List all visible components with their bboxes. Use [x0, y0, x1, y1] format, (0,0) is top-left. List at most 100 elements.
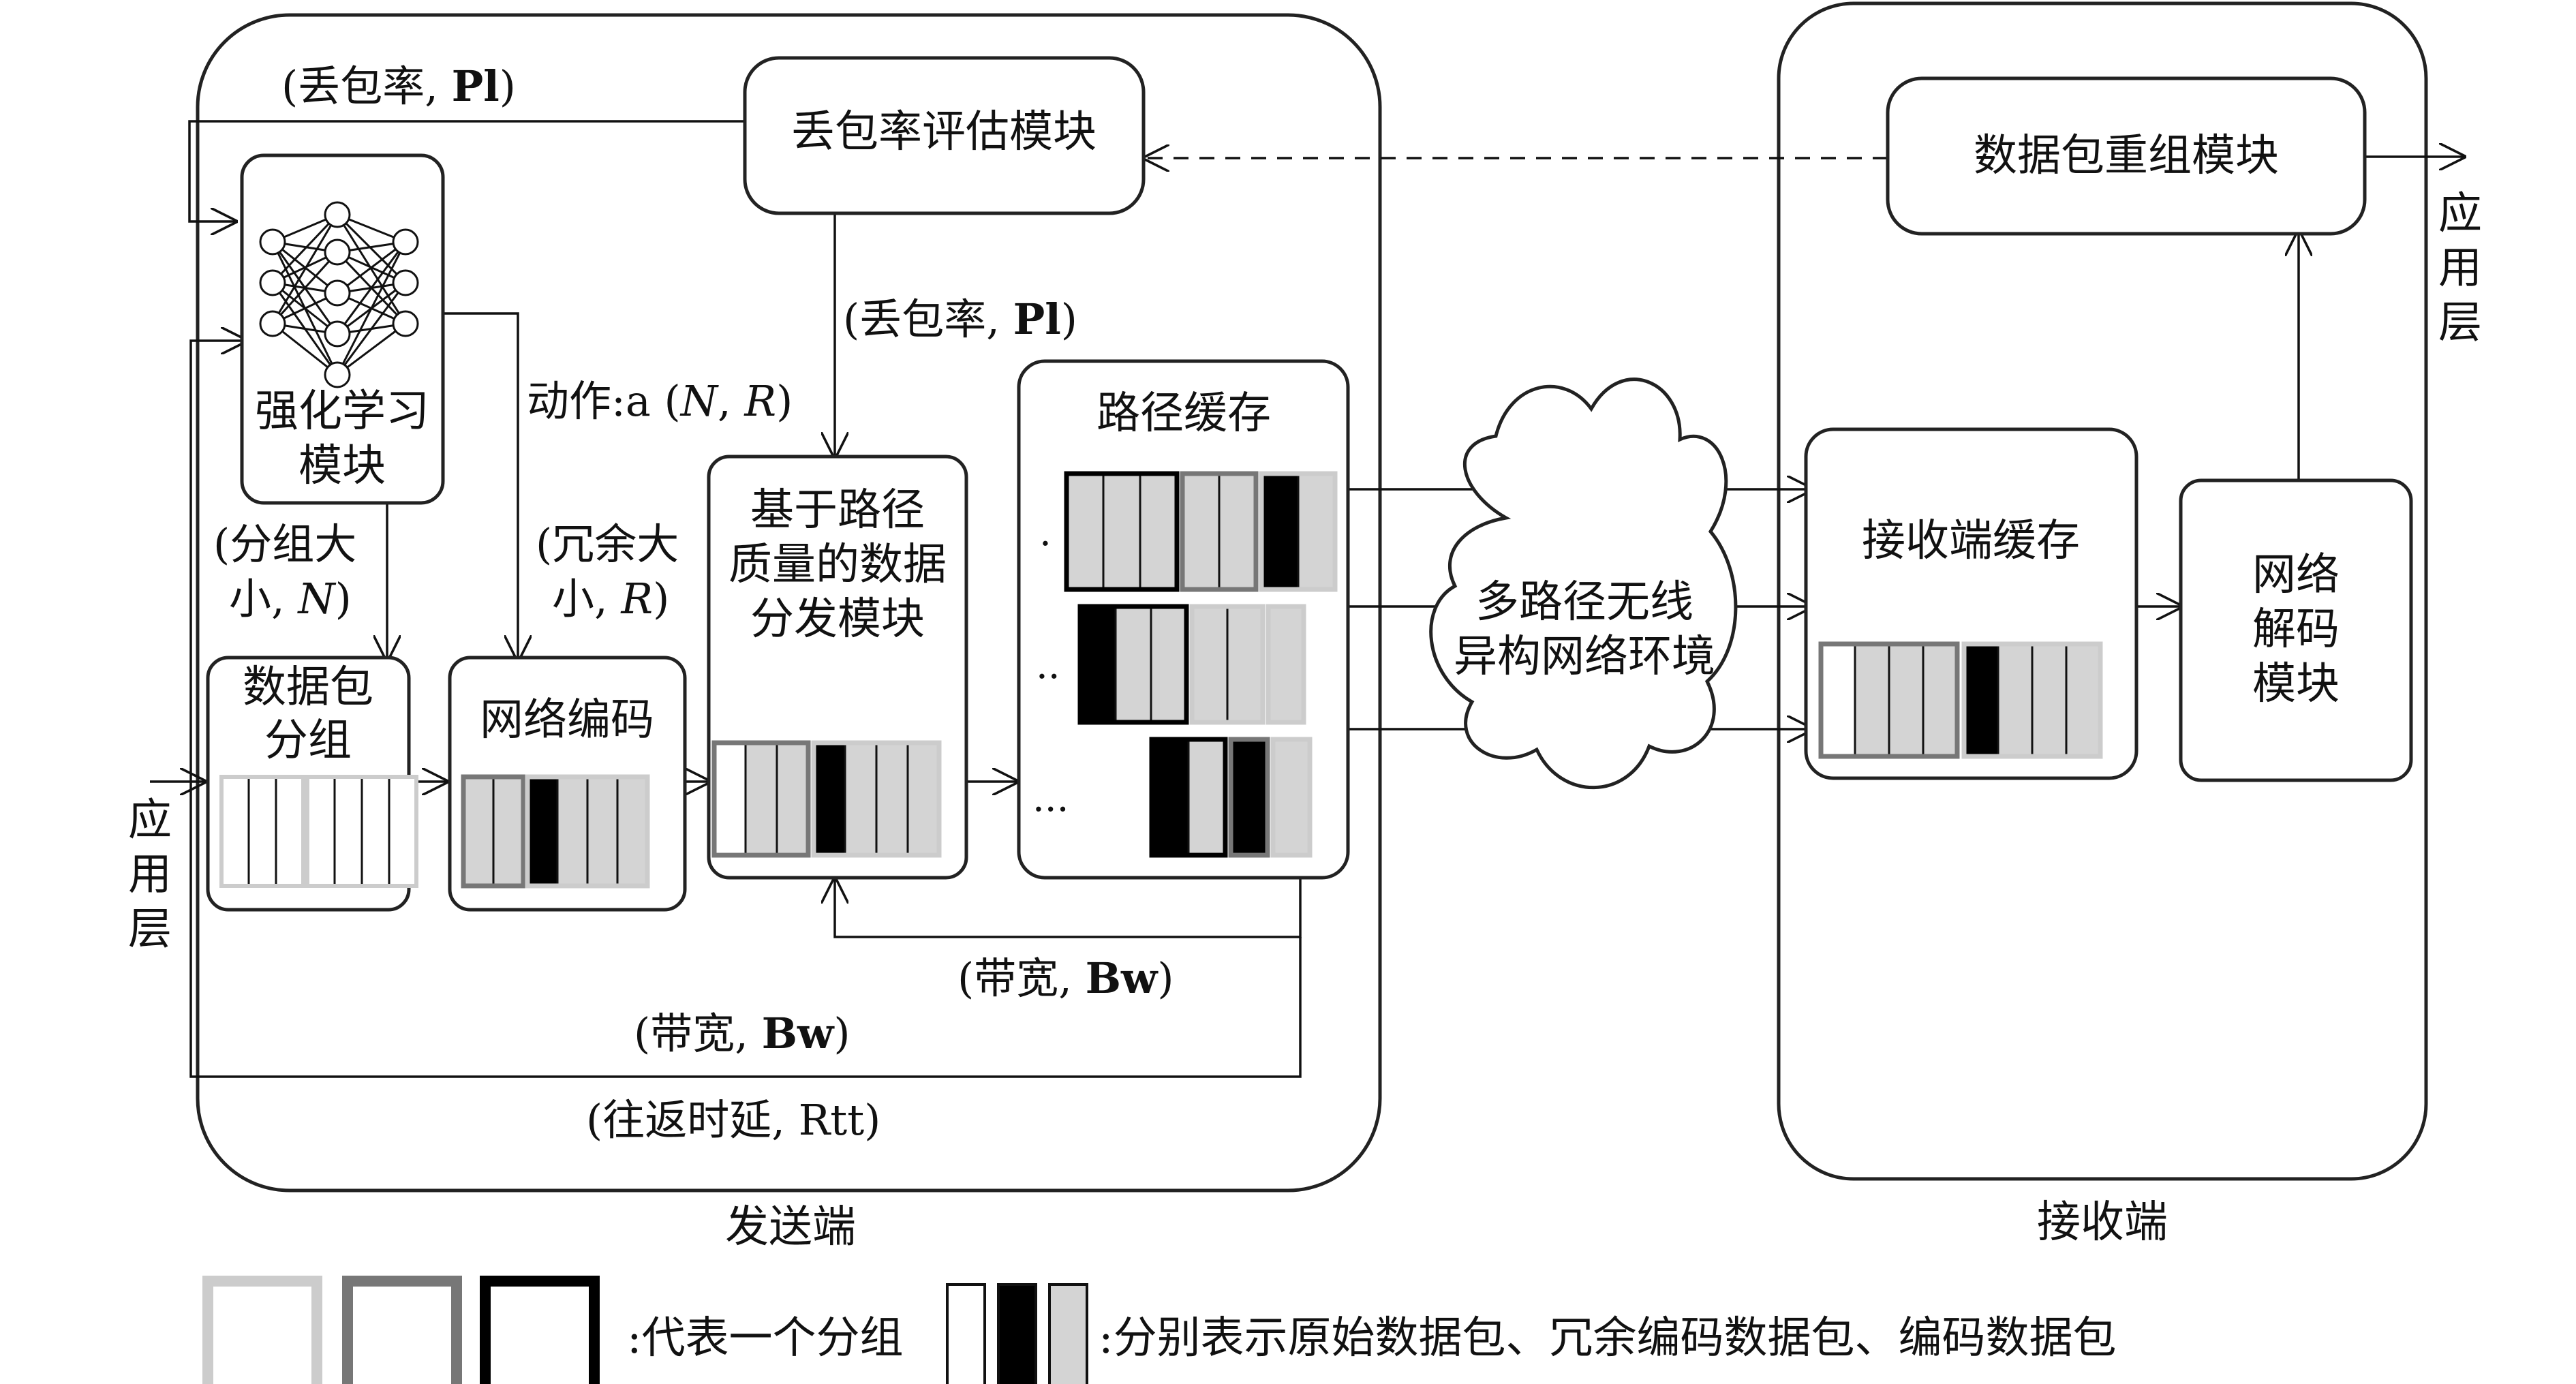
packet-group-border: [1266, 604, 1306, 725]
redundancy-size-label-2: 小, R): [552, 574, 669, 624]
path-cache-packets: [1064, 471, 1338, 858]
packet-group-border: [305, 775, 418, 888]
network-label-1: 多路径无线: [1475, 577, 1693, 628]
packet-cell: [1997, 643, 2034, 758]
packet-group-border: [811, 740, 942, 858]
packet-group-border: [1064, 471, 1180, 592]
packet-cell: [586, 775, 619, 887]
reassembly-module-label: 数据包重组模块: [1974, 131, 2279, 181]
network-encoding-module: 网络编码: [448, 656, 687, 912]
packet-group-border: [1180, 471, 1259, 592]
packet-cell: [1888, 643, 1925, 758]
packet-group-border: [461, 774, 526, 889]
path-dots-2: ..: [1036, 643, 1060, 688]
packet-cell: [361, 775, 390, 887]
loss-rate-label-mid: (丢包率, Pl): [843, 294, 1077, 344]
packet-group-border: [711, 740, 811, 858]
decoding-module-label-3: 模块: [2252, 659, 2340, 709]
packet-group-border: [525, 774, 650, 889]
nn-node: [324, 320, 351, 348]
packet-cell: [1114, 605, 1152, 724]
loss-evaluation-module: 丢包率评估模块: [743, 56, 1146, 215]
nn-edge: [271, 251, 339, 325]
path-dots-1: .: [1039, 510, 1052, 555]
nn-edge: [337, 322, 406, 376]
sender-app-layer-1: 应: [128, 795, 172, 846]
packet-cell: [713, 741, 747, 857]
packet-cell: [1963, 643, 1999, 758]
grouping-module-label-1: 数据包: [243, 662, 373, 713]
packet-cell: [1079, 605, 1117, 724]
nn-edge: [336, 214, 407, 324]
nn-node: [392, 228, 419, 256]
packet-cell: [1260, 472, 1300, 591]
nn-node: [392, 310, 419, 337]
packet-cell: [2065, 643, 2102, 758]
network-label-2: 异构网络环境: [1454, 632, 1715, 682]
nn-node: [259, 269, 286, 296]
packet-cell: [1820, 643, 1856, 758]
legend-packet-swatches: [946, 1283, 1088, 1384]
action-label: 动作:a (N, R): [527, 376, 793, 426]
network-cloud: 多路径无线 异构网络环境: [1429, 378, 1738, 790]
packet-cell: [220, 775, 250, 887]
path-dots-3: ...: [1032, 776, 1069, 820]
rl-module-label-1: 强化学习: [255, 386, 429, 437]
packet-cell: [1218, 472, 1257, 591]
packet-cell: [247, 775, 277, 887]
packet-cell: [875, 741, 909, 857]
packet-cell: [1272, 738, 1311, 857]
packet-group-border: [1149, 737, 1228, 858]
packet-cell: [776, 741, 810, 857]
encoding-packets: [461, 774, 650, 889]
packet-cell: [526, 775, 559, 887]
packet-cell: [333, 775, 363, 887]
packet-cell: [1139, 472, 1178, 591]
encoding-module-label: 网络编码: [480, 695, 654, 745]
nn-edge: [336, 282, 407, 375]
group-size-label-2: 小, N): [229, 574, 352, 624]
data-distribution-module: 基于路径 质量的数据 分发模块 ...: [707, 455, 968, 880]
packet-cell: [1922, 643, 1959, 758]
packet-cell: [1297, 472, 1336, 591]
packet-cell: [1065, 472, 1105, 591]
legend-group-light: [202, 1276, 322, 1384]
packet-reassembly-module: 数据包重组模块: [1886, 76, 2367, 236]
packet-group-border: [1818, 641, 1960, 759]
legend-group-boxes: [202, 1276, 600, 1384]
redundancy-size-label-1: (冗余大: [536, 519, 679, 569]
legend-group-text: :代表一个分组: [627, 1313, 904, 1364]
receiver-cache-module: 接收端缓存: [1804, 427, 2138, 780]
packet-cell: [1191, 605, 1229, 724]
nn-edge: [336, 241, 407, 375]
packet-cell: [556, 775, 589, 887]
packet-group-border: [1189, 604, 1266, 725]
packet-cell: [1181, 472, 1221, 591]
receiver-label: 接收端: [2037, 1197, 2168, 1248]
rl-module-label-2: 模块: [298, 441, 386, 491]
distribution-packets: [711, 740, 942, 858]
decoding-module-label-2: 解码: [2252, 604, 2340, 655]
legend-packet-r: [997, 1283, 1037, 1384]
sender-app-layer-3: 层: [128, 904, 172, 955]
packet-group-border: [1259, 471, 1338, 592]
receiver-app-layer-3: 层: [2438, 298, 2482, 348]
receiver-cache-packets: [1818, 641, 2103, 759]
packet-cell: [1226, 605, 1264, 724]
nn-edge: [336, 241, 407, 335]
packet-group-border: [1228, 737, 1270, 858]
distribution-module-label-3: 分发模块: [750, 594, 925, 645]
packet-cell: [275, 775, 305, 887]
packet-cell: [744, 741, 778, 857]
packet-cell: [1150, 605, 1188, 724]
decoding-module-label-1: 网络: [2252, 550, 2340, 600]
bandwidth-label-right: (带宽, Bw): [957, 953, 1174, 1003]
nn-node: [324, 361, 351, 388]
legend-packet-o: [946, 1283, 986, 1384]
nn-node: [259, 310, 286, 337]
legend-group-dark: [480, 1276, 600, 1384]
nn-edge: [337, 241, 406, 294]
packet-grouping-module: 数据包 分组: [206, 656, 418, 912]
packet-cell: [1854, 643, 1890, 758]
